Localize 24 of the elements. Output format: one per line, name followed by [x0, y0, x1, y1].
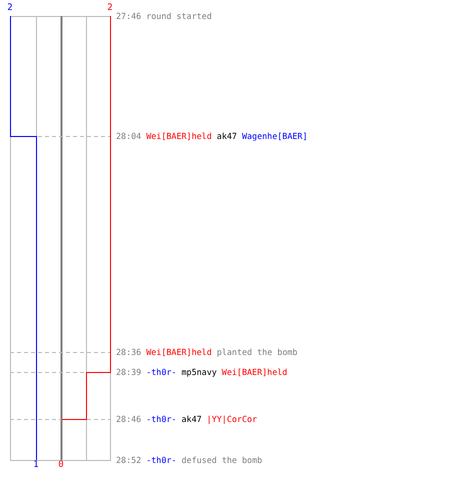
player-name: -th0r- — [146, 414, 176, 424]
player-name: Wei[BAER]held — [146, 347, 212, 357]
count-label: 1 — [33, 460, 39, 470]
event-text: planted the bomb — [216, 347, 298, 357]
timestamp: 28:04 — [116, 131, 142, 141]
weapon-name: mp5navy — [181, 367, 217, 377]
timestamp: 27:46 — [116, 11, 142, 21]
weapon-name: ak47 — [216, 131, 237, 141]
count-label: 2 — [107, 3, 113, 13]
player-name: Wei[BAER]held — [222, 367, 288, 377]
timestamp: 28:52 — [116, 455, 142, 465]
player-name: |YY|CorCor — [206, 414, 258, 424]
event-text: round started — [146, 11, 212, 21]
weapon-name: ak47 — [181, 414, 202, 424]
player-name: -th0r- — [146, 367, 176, 377]
player-name: -th0r- — [146, 455, 176, 465]
player-name: Wei[BAER]held — [146, 131, 212, 141]
player-name: Wagenhe[BAER] — [242, 131, 308, 141]
timestamp: 28:36 — [116, 347, 142, 357]
timestamp: 28:39 — [116, 367, 142, 377]
timestamp: 28:46 — [116, 414, 142, 424]
count-label: 2 — [7, 3, 13, 13]
count-label: 0 — [58, 460, 64, 470]
event-text: defused the bomb — [181, 455, 262, 465]
